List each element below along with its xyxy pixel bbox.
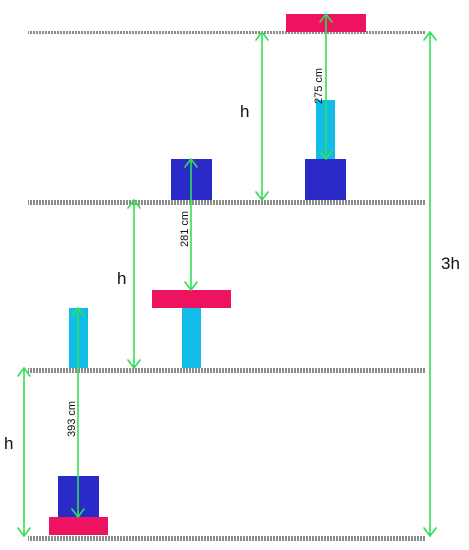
label-h-bottom: h	[4, 434, 13, 453]
dark-block-top	[305, 159, 346, 200]
pink-block-bottom	[49, 517, 108, 535]
label-h-middle: h	[117, 269, 126, 288]
arrow-total	[423, 31, 437, 537]
floor-line-bottom	[28, 536, 426, 541]
arrow-h-middle	[127, 199, 141, 369]
arrow-measure-top	[319, 13, 333, 160]
light-block-middle	[182, 308, 201, 368]
label-measure-middle: 281 cm	[179, 211, 191, 247]
arrow-measure-middle	[184, 158, 198, 291]
arrow-h-top	[255, 31, 269, 201]
floor-line-upper	[28, 200, 426, 205]
pink-block-middle	[152, 290, 231, 308]
label-measure-bottom: 393 cm	[66, 401, 78, 437]
arrow-measure-bottom	[71, 307, 85, 518]
floor-line-lower	[28, 368, 426, 373]
arrow-h-bottom	[17, 367, 31, 537]
label-total: 3h	[441, 254, 460, 273]
label-h-top: h	[240, 102, 249, 121]
label-measure-top: 275 cm	[313, 68, 325, 104]
floor-line-top	[28, 31, 426, 34]
